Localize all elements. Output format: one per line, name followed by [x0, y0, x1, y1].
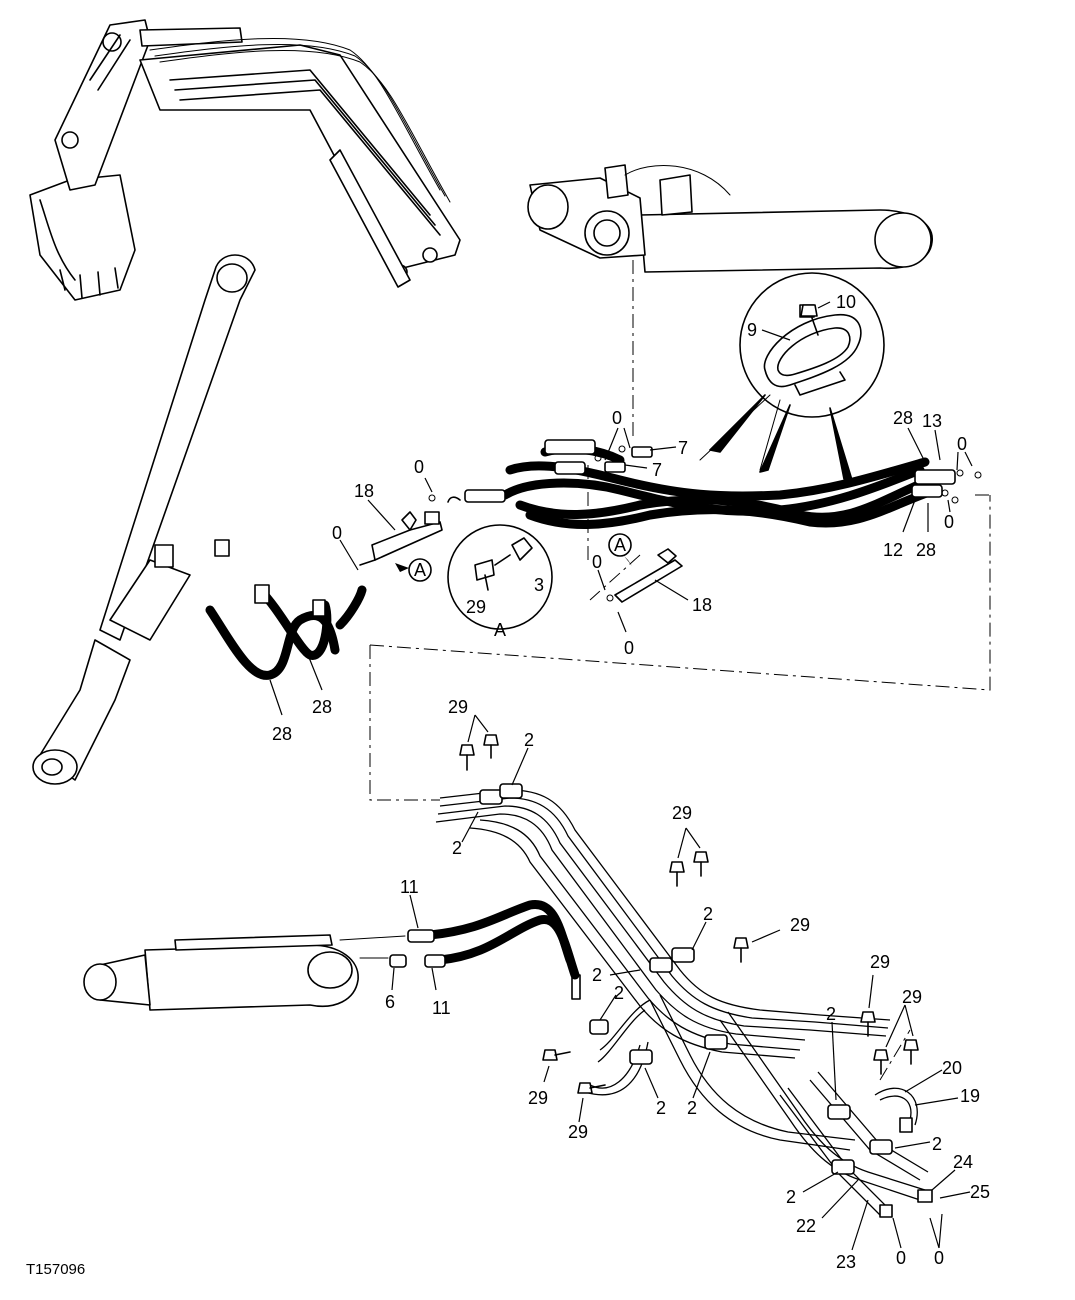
arm-cylinder-hoses: [205, 584, 367, 680]
callout-2: 2: [592, 965, 602, 985]
bucket-cylinder-illustration: [83, 900, 580, 1011]
callout-29: 29: [790, 915, 810, 935]
callout-labels: 10 9 0 7 7 28 13 0 0 12 28 0 18 0 29 3 A…: [272, 292, 990, 1272]
callout-29: 29: [528, 1088, 548, 1108]
callout-0: 0: [624, 638, 634, 658]
callout-2: 2: [614, 983, 624, 1003]
callout-28: 28: [272, 724, 292, 744]
reference-marker-a-lower: A: [608, 533, 632, 566]
callout-0: 0: [612, 408, 622, 428]
callout-0: 0: [592, 552, 602, 572]
callout-23: 23: [836, 1252, 856, 1272]
callout-2: 2: [524, 730, 534, 750]
detail-a-label: A: [494, 620, 506, 640]
callout-22: 22: [796, 1216, 816, 1236]
callout-13: 13: [922, 411, 942, 431]
clamp-18-lower: [606, 548, 683, 603]
callout-18: 18: [354, 481, 374, 501]
boom-hose-bundle: [428, 439, 982, 529]
callout-29: 29: [448, 697, 468, 717]
callout-18: 18: [692, 595, 712, 615]
callout-0: 0: [896, 1248, 906, 1268]
arm-cylinder-illustration: [32, 254, 256, 785]
reference-marker-a-label: A: [614, 535, 626, 555]
callout-11: 11: [432, 998, 451, 1018]
clamp-18-upper: [359, 511, 443, 566]
callout-2: 2: [786, 1187, 796, 1207]
callout-25: 25: [970, 1182, 990, 1202]
callout-24: 24: [953, 1152, 973, 1172]
callout-0: 0: [332, 523, 342, 543]
callout-20: 20: [942, 1058, 962, 1078]
callout-2: 2: [452, 838, 462, 858]
callout-2: 2: [687, 1098, 697, 1118]
callout-28: 28: [893, 408, 913, 428]
callout-2: 2: [703, 904, 713, 924]
callout-6: 6: [385, 992, 395, 1012]
detail-view-a: [447, 524, 553, 630]
callout-3: 3: [534, 575, 544, 595]
callout-9: 9: [747, 320, 757, 340]
callout-0: 0: [944, 512, 954, 532]
lower-tube-bundle: [435, 783, 933, 1218]
callout-0: 0: [957, 434, 967, 454]
callout-28: 28: [916, 540, 936, 560]
reference-marker-a-upper: A: [395, 558, 432, 582]
cap-screws-29: [459, 304, 919, 1094]
callout-11: 11: [400, 877, 419, 897]
callout-7: 7: [678, 438, 688, 458]
callout-28: 28: [312, 697, 332, 717]
callout-19: 19: [960, 1086, 980, 1106]
callout-29: 29: [568, 1122, 588, 1142]
detail-view-clamp: [699, 272, 885, 481]
callout-2: 2: [826, 1004, 836, 1024]
callout-0: 0: [414, 457, 424, 477]
callout-7: 7: [652, 460, 662, 480]
callout-leaders: [269, 301, 973, 1251]
callout-29: 29: [466, 597, 486, 617]
callout-10: 10: [836, 292, 856, 312]
callout-29: 29: [870, 952, 890, 972]
figure-id: T157096: [26, 1261, 85, 1278]
callout-29: 29: [902, 987, 922, 1007]
reference-marker-a-label: A: [414, 560, 426, 580]
callout-2: 2: [656, 1098, 666, 1118]
callout-2: 2: [932, 1134, 942, 1154]
callout-0: 0: [934, 1248, 944, 1268]
boom-cylinder-illustration: [527, 164, 933, 273]
callout-12: 12: [883, 540, 903, 560]
callout-29: 29: [672, 803, 692, 823]
excavator-overview-illustration: [29, 19, 461, 301]
